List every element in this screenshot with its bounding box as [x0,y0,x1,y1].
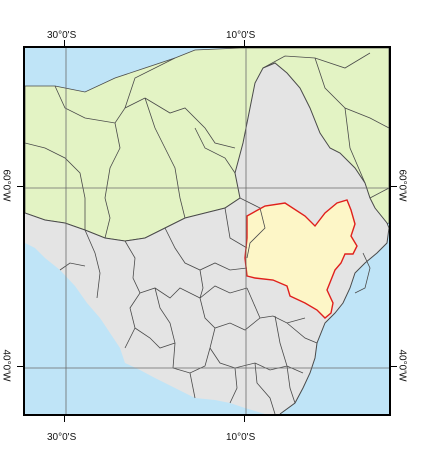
axis-label-left-1: 60°0'W [0,169,12,202]
tick-bottom-2 [244,416,245,422]
axis-label-top-1: 30°0'S [47,30,77,41]
tick-left-1 [17,186,23,187]
tick-bottom-1 [64,416,65,422]
axis-label-left-2: 40°0'W [0,349,12,382]
internal-boundaries [25,52,389,414]
highlight-region-border [244,199,358,319]
axis-label-right-1: 60°0'W [396,169,408,202]
tick-right-1 [391,186,397,187]
highlight-region [245,200,357,318]
map-canvas [25,48,389,414]
tick-top-2 [244,40,245,46]
tick-top-1 [64,40,65,46]
axis-label-right-2: 40°0'W [396,349,408,382]
study-country-outline [25,62,389,414]
map-frame [23,46,391,416]
axis-label-bottom-2: 10°0'S [226,432,256,443]
study-country [25,63,389,414]
graticule [25,48,389,414]
tick-right-2 [391,366,397,367]
tick-left-2 [17,366,23,367]
axis-label-top-2: 10°0'S [226,30,256,41]
axis-label-bottom-1: 30°0'S [47,432,77,443]
